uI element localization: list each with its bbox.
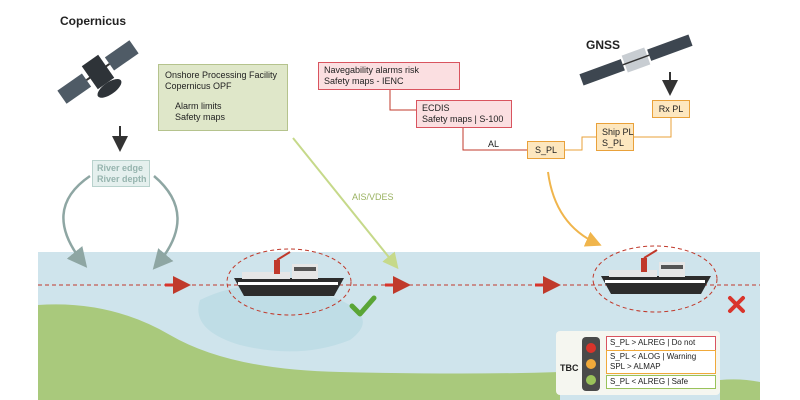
tbc-label: TBC: [560, 363, 579, 373]
spl-to-shippl-connector: [565, 136, 596, 151]
ship-pl-subtitle: S_PL: [602, 138, 625, 148]
yellow-light-icon: [586, 359, 596, 369]
navigability-title: Navegability alarms risk: [324, 65, 420, 75]
traffic-light-icon: [582, 337, 600, 391]
navigability-subtitle: Safety maps - IENC: [324, 76, 404, 86]
ecdis-subtitle: Safety maps | S-100: [422, 114, 504, 124]
ais-vdes-label: AIS/VDES: [352, 192, 394, 202]
gnss-label: GNSS: [586, 38, 621, 52]
al-label: AL: [488, 139, 500, 149]
land-area: [38, 304, 560, 400]
legend-rule-safe: S_PL < ALREG | Safe: [606, 375, 716, 389]
shippl-to-rxpl-connector: [634, 118, 672, 138]
green-light-icon: [586, 375, 596, 385]
navigability-alarms-box: Navegability alarms risk Safety maps - I…: [318, 62, 460, 90]
river-arrow-right: [152, 175, 179, 270]
opf-subtitle: Copernicus OPF: [165, 81, 232, 91]
ecdis-to-spl-connector: [462, 128, 527, 151]
opf-item-alarm-limits: Alarm limits: [175, 101, 222, 111]
spl-box: S_PL: [527, 141, 565, 159]
river-edge-label: River edge: [97, 163, 144, 173]
ship-pl-title: Ship PL: [602, 127, 634, 137]
opf-item-safety-maps: Safety maps: [175, 112, 226, 122]
legend-rule-warning-line2: SPL > ALMAP: [610, 362, 661, 371]
satellite-icon: [579, 34, 693, 86]
river-arrow-left: [62, 174, 91, 268]
rx-pl-box: Rx PL: [652, 100, 690, 118]
legend-rule-warning: S_PL < ALOG | Warning SPL > ALMAP: [606, 350, 716, 374]
spl-label: S_PL: [534, 145, 558, 155]
legend-rule-warning-line1: S_PL < ALOG | Warning: [610, 352, 697, 361]
ship-zone-2: [592, 245, 718, 313]
rx-pl-label: Rx PL: [658, 104, 684, 114]
ecdis-title: ECDIS: [422, 103, 450, 113]
ship-icon: [234, 251, 344, 296]
copernicus-label: Copernicus: [60, 14, 127, 28]
ship-icon: [601, 249, 711, 294]
satellite-icon: [57, 40, 139, 104]
cross-icon: [728, 296, 745, 313]
ship-pl-box: Ship PL S_PL: [596, 123, 634, 151]
opf-box: Onshore Processing Facility Copernicus O…: [158, 64, 288, 131]
red-light-icon: [586, 343, 596, 353]
nav-to-ecdis-connector: [389, 90, 416, 111]
river-depth-label: River depth: [97, 174, 147, 184]
ecdis-box: ECDIS Safety maps | S-100: [416, 100, 512, 128]
ship-zone-1: [226, 248, 352, 316]
ais-vdes-arrow: [292, 137, 399, 270]
land-area-right: [720, 379, 760, 400]
spl-to-ship-arrow: [547, 171, 602, 247]
river-info-box: River edge River depth: [92, 160, 150, 187]
legend-panel: TBC S_PL > ALREG | Do not navigate S_PL …: [556, 331, 720, 395]
check-icon: [349, 295, 377, 317]
opf-title: Onshore Processing Facility: [165, 70, 278, 80]
